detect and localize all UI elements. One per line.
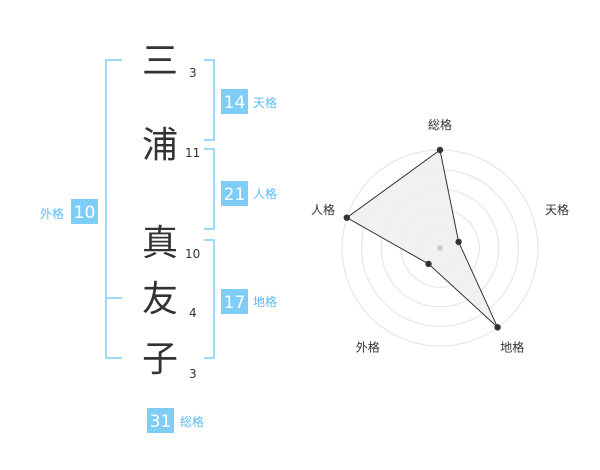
radar-label-soukaku: 総格 [428,117,452,132]
gaikaku-value: 10 [74,203,96,223]
radar-axis-labels: 総格 天格 地格 外格 人格 [311,117,569,355]
brackets [105,59,215,359]
chikaku-label: 地格 [253,294,277,309]
jinkaku-label: 人格 [253,186,277,201]
chikaku-box [221,289,248,314]
radar-point-0 [436,146,444,154]
soukaku-label: 総格 [180,414,204,429]
radar-center [437,245,443,251]
tenkaku-box [221,89,248,114]
gaikaku-label: 外格 [40,206,64,221]
radar-label-chikaku: 地格 [500,340,524,355]
tenkaku-value: 14 [224,93,246,113]
jinkaku-bracket [204,148,215,230]
tenkaku-label: 天格 [253,95,277,110]
radar-points [343,146,501,331]
character-3: 真 [142,223,178,264]
chikaku-value: 17 [224,293,246,313]
jinkaku-box [221,181,248,206]
gaikaku-box [71,199,98,224]
character-4: 友 [142,279,178,320]
fortune-tenkaku: 14 天格 [221,89,277,114]
soukaku-value: 31 [150,412,172,432]
character-4-strokes: 4 [189,306,197,320]
soukaku-box [147,408,174,433]
fortune-soukaku: 31 総格 [147,408,204,433]
radar-point-3 [425,260,432,268]
radar-chart: 総格 天格 地格 外格 人格 [311,117,569,355]
character-2: 浦 [142,125,178,166]
radar-label-jinkaku: 人格 [311,202,335,217]
radar-label-gaikaku: 外格 [356,340,380,355]
character-1-strokes: 3 [189,66,197,80]
character-1: 三 [142,41,178,82]
chikaku-bracket [204,239,215,359]
radar-point-4 [343,214,350,221]
character-5-strokes: 3 [189,367,197,381]
fortune-chikaku: 17 地格 [221,289,277,314]
radar-label-tenkaku: 天格 [545,202,569,217]
character-5: 子 [142,339,178,380]
character-3-strokes: 10 [185,247,200,261]
radar-point-2 [494,324,501,331]
jinkaku-value: 21 [224,185,246,205]
name-characters: 三 3 浦 11 真 10 友 4 子 3 [142,41,200,381]
fortune-gaikaku: 外格 10 [40,199,98,224]
character-2-strokes: 11 [185,146,200,160]
gaikaku-bracket [105,59,122,359]
tenkaku-bracket [204,59,215,141]
radar-point-1 [455,238,462,246]
radar-shape [345,149,499,328]
fortune-jinkaku: 21 人格 [221,181,277,206]
